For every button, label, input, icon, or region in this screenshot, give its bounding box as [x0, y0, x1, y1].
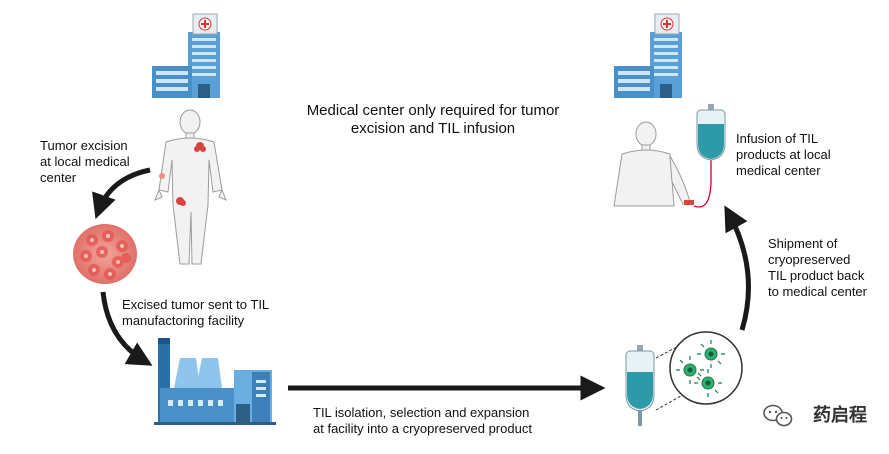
patient-figure-icon	[154, 109, 227, 265]
tumor-marks	[159, 142, 206, 206]
iv-site	[684, 200, 694, 205]
arrow-to-facility	[100, 291, 153, 366]
tumor-mass-icon	[73, 224, 137, 284]
factory-icon	[154, 338, 276, 425]
arrow-shipment	[724, 205, 751, 331]
hospital-icon-left	[152, 13, 220, 98]
step-excision-label: Tumor excision at local medical center	[40, 138, 130, 185]
step-isolation-label: TIL isolation, selection and expansion a…	[313, 405, 532, 436]
arrow-excision	[92, 167, 151, 220]
iv-tube	[693, 160, 712, 208]
step-infusion-label: Infusion of TIL products at local medica…	[736, 131, 831, 178]
watermark-logo-icon	[763, 404, 793, 427]
hospital-icon-right	[614, 13, 682, 98]
cryo-bag-icon	[625, 345, 655, 426]
step-shipment-label: Shipment of cryopreserved TIL product ba…	[768, 236, 867, 299]
step-sent-label: Excised tumor sent to TIL manufactoring …	[122, 297, 270, 328]
patient-infusion-icon	[613, 121, 691, 207]
til-cells-zoom-icon	[669, 331, 743, 405]
infusion-bag-icon	[696, 104, 726, 161]
watermark-text: 药启程	[813, 405, 867, 426]
watermark: 药启程	[813, 401, 867, 427]
diagram-title: Medical center only required for tumor e…	[306, 102, 560, 137]
